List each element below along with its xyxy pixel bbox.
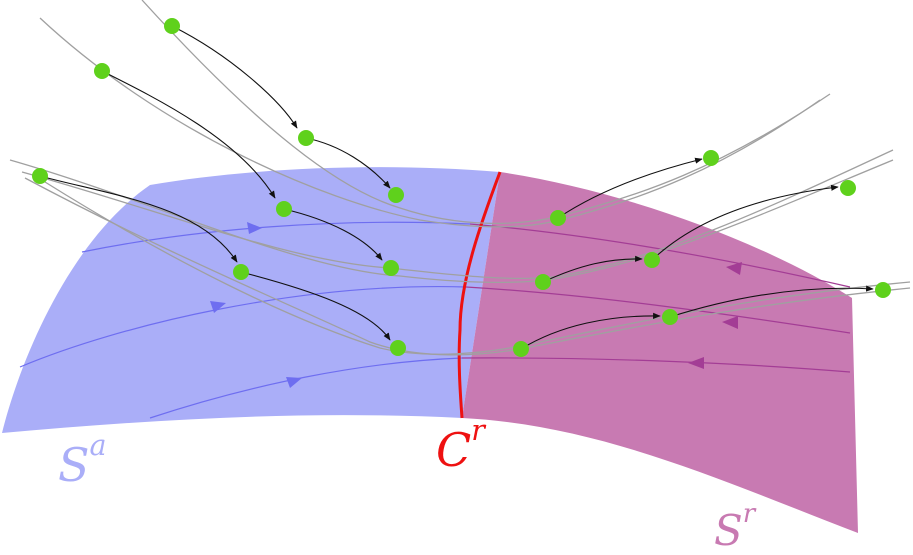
label-superscript: a (89, 429, 107, 463)
state-marker (383, 260, 399, 276)
jump-arrow (669, 285, 874, 318)
state-marker (276, 201, 292, 217)
label-base: S (58, 438, 90, 492)
repelling-flow-line (469, 223, 851, 288)
state-marker (513, 341, 529, 357)
jump-arrow (542, 255, 643, 283)
trajectory (39, 17, 821, 228)
state-marker (703, 150, 719, 166)
trajectory (44, 181, 911, 355)
repelling-flow-line (465, 286, 851, 334)
jump-arrow (101, 70, 276, 199)
state-marker (535, 274, 551, 290)
jump-arrow (240, 271, 391, 341)
attracting-flow-line (149, 357, 463, 419)
label-superscript: r (471, 414, 485, 448)
flow-arrow (286, 377, 302, 388)
repelling-manifold-label: Sr (714, 501, 755, 552)
jump-arrow (39, 175, 238, 263)
state-marker (390, 340, 406, 356)
jump-arrow (171, 25, 298, 129)
jump-arrow (651, 184, 839, 261)
jump-arrow (305, 137, 391, 189)
label-base: C (436, 423, 472, 477)
fold-curve (457, 171, 502, 419)
state-marker (164, 18, 180, 34)
state-marker (233, 264, 249, 280)
fold-curve-label: Cr (436, 417, 485, 473)
state-marker (550, 210, 566, 226)
trajectory (141, 0, 831, 225)
repelling-flow-line (461, 357, 851, 373)
jump-arrow (520, 312, 661, 350)
state-marker (388, 187, 404, 203)
attracting-flow-line (81, 221, 471, 253)
attracting-manifold-label: Sa (58, 432, 107, 488)
state-marker (662, 309, 678, 325)
jump-arrow (557, 157, 703, 219)
jump-arrows (39, 25, 874, 350)
flow-arrow (722, 316, 738, 329)
jump-arrow (283, 208, 383, 261)
attracting-region (2, 167, 500, 433)
state-marker (875, 282, 891, 298)
state-marker (644, 252, 660, 268)
flow-arrow (247, 222, 262, 234)
repelling-flow-lines (461, 223, 851, 373)
flow-arrow (210, 301, 226, 313)
flow-arrow (726, 262, 742, 275)
attracting-flow-arrows (210, 222, 302, 388)
repelling-flow-arrows (688, 262, 742, 369)
label-superscript: r (742, 498, 756, 529)
state-marker (840, 180, 856, 196)
state-marker (298, 130, 314, 146)
trajectory-markers (32, 18, 891, 357)
label-base: S (714, 506, 743, 555)
trajectory (24, 177, 911, 356)
state-marker (32, 168, 48, 184)
flow-arrow (688, 357, 704, 369)
repelling-region (462, 172, 858, 533)
state-marker (94, 63, 110, 79)
